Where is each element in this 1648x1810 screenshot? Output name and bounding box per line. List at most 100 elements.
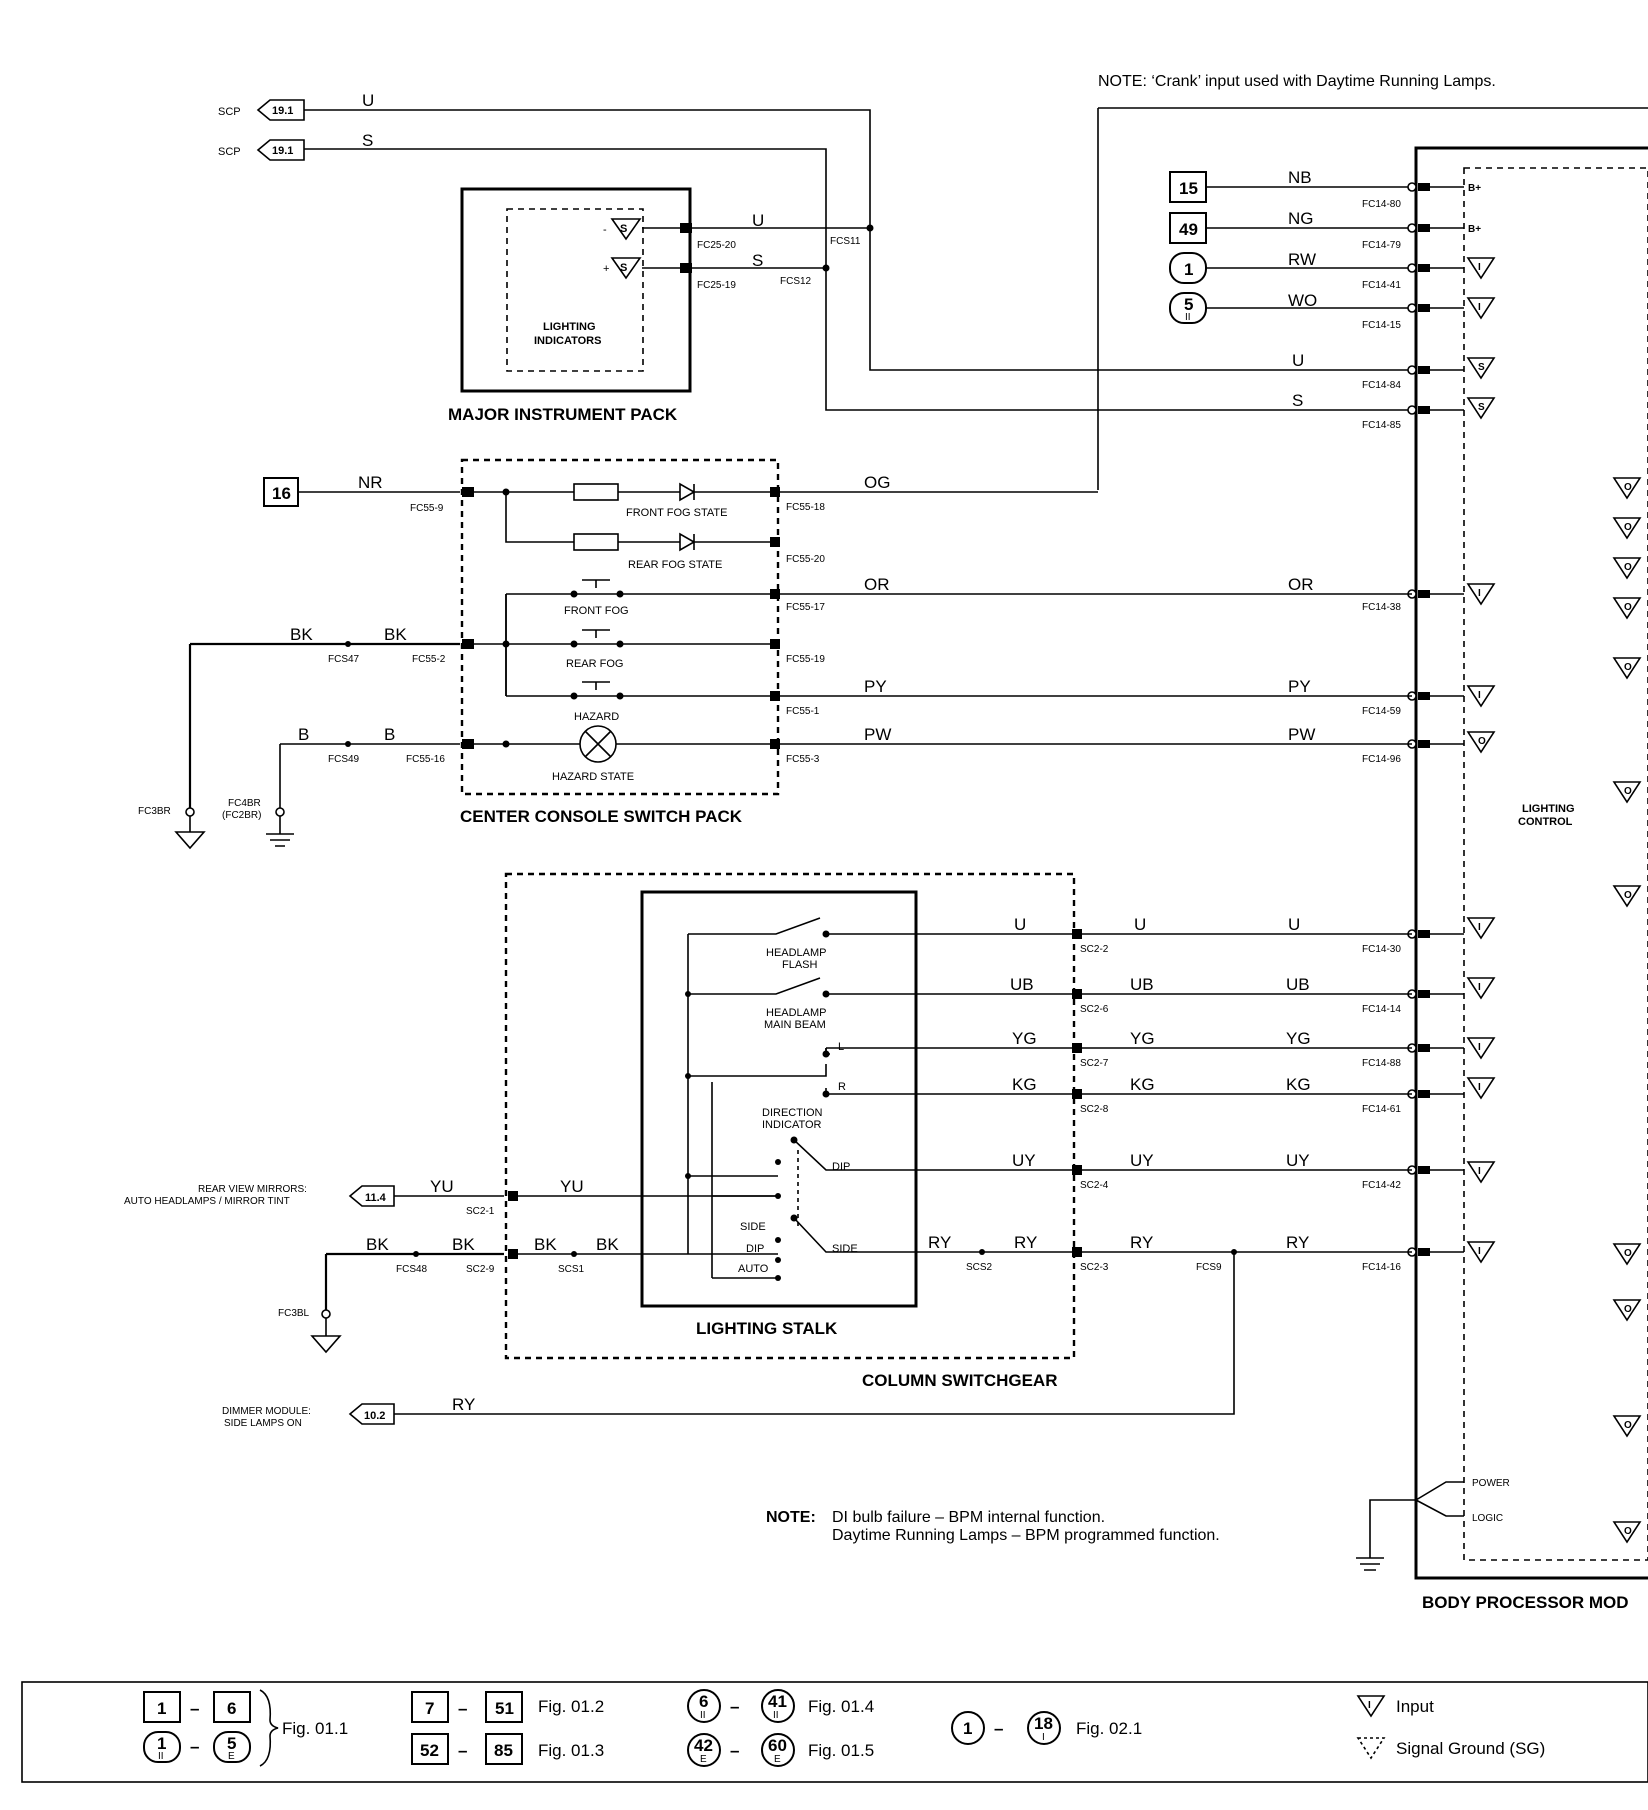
output-triangle-icon	[1612, 1415, 1642, 1438]
leg-r4b: 85	[494, 1741, 513, 1760]
pin-sc2-2: SC2-2	[1080, 944, 1109, 955]
wire-or-2: OR	[1288, 575, 1314, 594]
leg-r1b: 6	[227, 1699, 236, 1718]
direction-1: DIRECTION	[762, 1107, 823, 1119]
bpm-pin	[1407, 223, 1417, 233]
top-note: NOTE: ‘Crank’ input used with Daytime Ru…	[1098, 73, 1496, 90]
leg-i-mark: I	[1368, 1700, 1371, 1711]
pin-fc14-41: FC14-41	[1362, 280, 1401, 291]
pin-fcs47: FCS47	[328, 654, 360, 665]
output-triangle-mark: O	[1624, 522, 1632, 533]
pin-fc55-9: FC55-9	[410, 503, 444, 514]
input-triangle-icon	[1466, 1037, 1496, 1060]
wire-bk-c4: BK	[596, 1235, 619, 1254]
ref-1: 1	[1184, 260, 1193, 279]
wire-b-2: B	[384, 725, 395, 744]
leg-r7a: 1	[963, 1719, 972, 1738]
pin-fc14-84: FC14-84	[1362, 380, 1401, 391]
body-processor-title: BODY PROCESSOR MOD	[1422, 1593, 1629, 1612]
output-triangle-mark: O	[1624, 1304, 1632, 1315]
wire-ub-r1: UB	[1130, 975, 1154, 994]
wire-nb: NB	[1288, 168, 1312, 187]
dimmer-1: DIMMER MODULE:	[222, 1406, 311, 1417]
wire-nr: NR	[358, 473, 383, 492]
bpm-pin-connector	[1418, 1090, 1430, 1098]
leg-r5a-sub: II	[700, 1710, 706, 1721]
ref-11-4: 11.4	[365, 1192, 387, 1204]
pin-scs2: SCS2	[966, 1262, 993, 1273]
output-triangle-mark: O	[1624, 602, 1632, 613]
column-switchgear-title: COLUMN SWITCHGEAR	[862, 1371, 1057, 1390]
dimmer-2: SIDE LAMPS ON	[224, 1418, 302, 1429]
leg-r7b: 18	[1034, 1714, 1053, 1733]
pin-fc25-20: FC25-20	[697, 240, 736, 251]
lighting-indicators-1: LIGHTING	[543, 321, 596, 333]
rear-fog: REAR FOG	[566, 658, 623, 670]
input-triangle-mark: I	[1478, 1246, 1481, 1257]
s-mark-1: S	[620, 223, 627, 235]
leg-r3a: 7	[425, 1699, 434, 1718]
wire-ub-sc: UB	[1010, 975, 1034, 994]
headlamp-flash-2: FLASH	[782, 959, 818, 971]
pin-fc3bl: FC3BL	[278, 1308, 310, 1319]
lighting-stalk-title: LIGHTING STALK	[696, 1319, 838, 1338]
pin-fc55-3: FC55-3	[786, 754, 820, 765]
output-triangle-mark: O	[1478, 736, 1486, 747]
hazard: HAZARD	[574, 711, 619, 723]
leg-dash-5: –	[730, 1697, 739, 1716]
side-left: SIDE	[740, 1221, 766, 1233]
pin-fc14-30: FC14-30	[1362, 944, 1401, 955]
input-triangle-mark: I	[1478, 1166, 1481, 1177]
wire-bk-c1: BK	[366, 1235, 389, 1254]
pin-fc55-2: FC55-2	[412, 654, 446, 665]
output-triangle-icon	[1612, 1243, 1642, 1266]
leg-dash-1: –	[190, 1699, 199, 1718]
wire-ry-sc: RY	[1014, 1233, 1037, 1252]
input-triangle-mark: I	[1478, 982, 1481, 993]
wire-ng: NG	[1288, 209, 1314, 228]
pin-fcs9: FCS9	[1196, 1262, 1222, 1273]
ref-16: 16	[272, 484, 291, 503]
svg-text:+: +	[603, 263, 609, 275]
output-triangle-mark: O	[1624, 1420, 1632, 1431]
bpm-pin-connector	[1418, 183, 1430, 191]
mirrors-1: REAR VIEW MIRRORS:	[198, 1184, 307, 1195]
input-triangle-icon	[1466, 1161, 1496, 1184]
wire-uy-sc: UY	[1012, 1151, 1036, 1170]
leg-fig012: Fig. 01.2	[538, 1697, 604, 1716]
front-fog: FRONT FOG	[564, 605, 629, 617]
legend-signal-ground: Signal Ground (SG)	[1396, 1739, 1545, 1758]
dip-1: DIP	[832, 1161, 850, 1173]
pin-fc14-14: FC14-14	[1362, 1004, 1401, 1015]
wire-yu-1: YU	[430, 1177, 454, 1196]
leg-r1a: 1	[157, 1699, 166, 1718]
leg-r2b: 5	[227, 1734, 236, 1753]
leg-dash-7: –	[994, 1719, 1003, 1738]
input-triangle-icon	[1466, 685, 1496, 708]
direction-2: INDICATOR	[762, 1119, 822, 1131]
input-triangle-icon	[1466, 1241, 1496, 1264]
pin-scs1: SCS1	[558, 1264, 585, 1275]
leg-fig021: Fig. 02.1	[1076, 1719, 1142, 1738]
bpm-pin-connector	[1418, 304, 1430, 312]
pin-fc14-61: FC14-61	[1362, 1104, 1401, 1115]
bpm-pin-connector	[1418, 366, 1430, 374]
bpm-pin	[1407, 182, 1417, 192]
pin-fc14-15: FC14-15	[1362, 320, 1401, 331]
wire-bk-c2: BK	[452, 1235, 475, 1254]
bpm-pin-connector	[1418, 1044, 1430, 1052]
lighting-indicators-2: INDICATORS	[534, 335, 601, 347]
pin-sc2-9: SC2-9	[466, 1264, 495, 1275]
output-triangle-mark: O	[1624, 890, 1632, 901]
scp-label-2: SCP	[218, 146, 241, 158]
bpm-pin	[1407, 405, 1417, 415]
leg-r6a: 42	[694, 1736, 713, 1755]
ref-5: 5	[1184, 295, 1193, 314]
bpm-pin	[1407, 263, 1417, 273]
pin-sc2-7: SC2-7	[1080, 1058, 1109, 1069]
wire-og: OG	[864, 473, 890, 492]
wire-s-mip: S	[752, 251, 763, 270]
svg-text:-: -	[603, 224, 607, 236]
logic-label: LOGIC	[1472, 1513, 1503, 1524]
wire-bk-c3: BK	[534, 1235, 557, 1254]
